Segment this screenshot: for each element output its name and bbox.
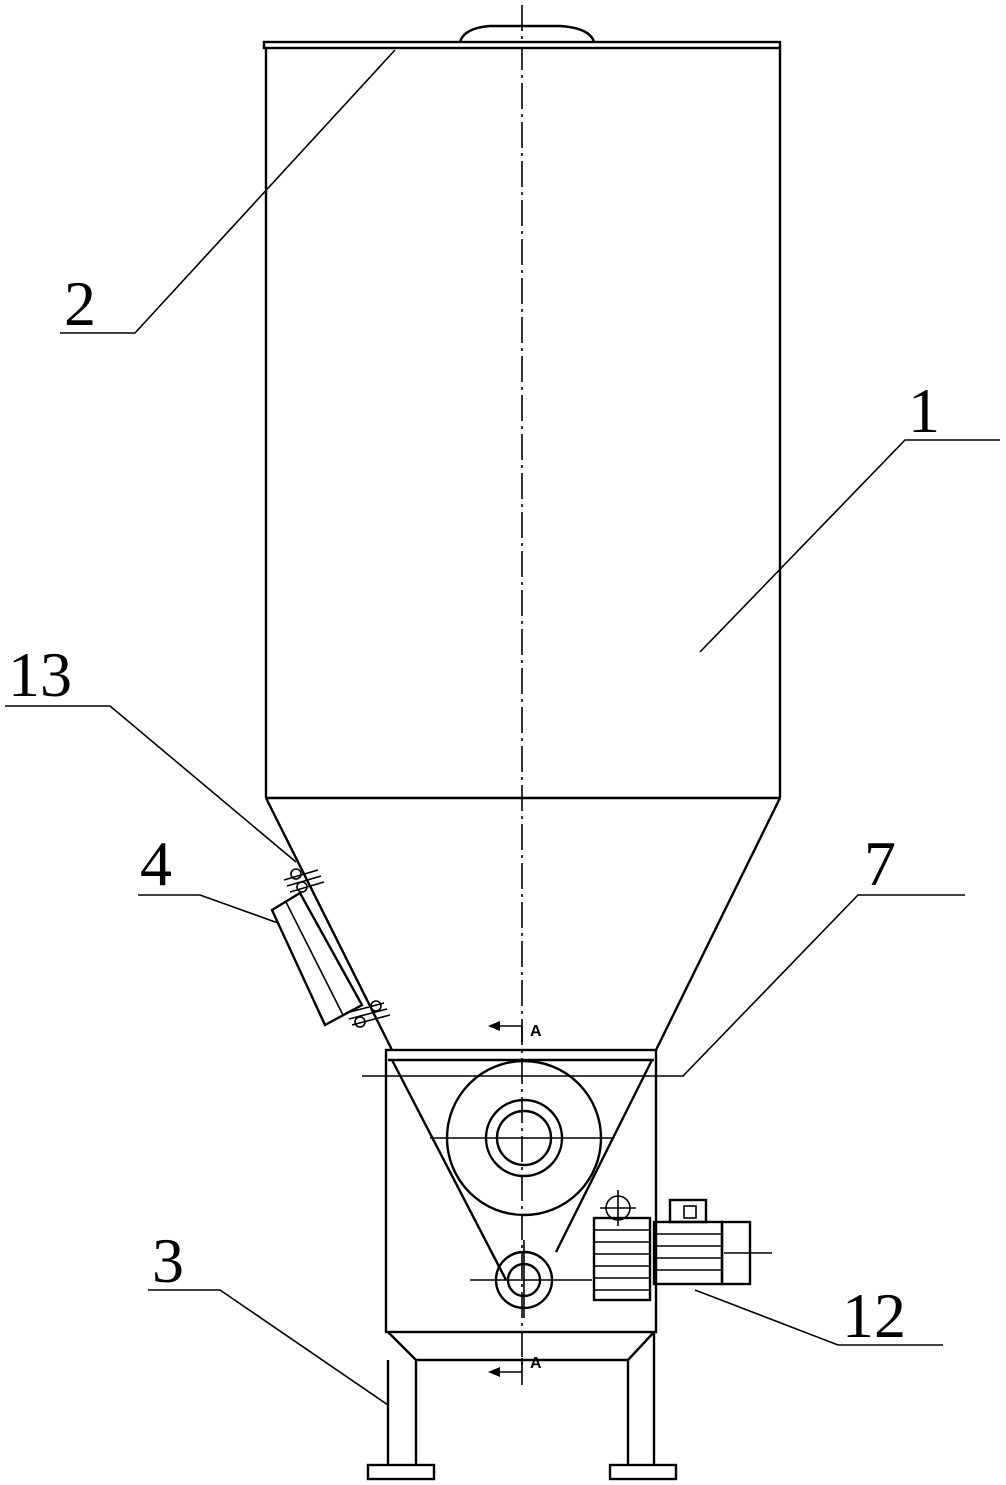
side-unit: [270, 868, 391, 1028]
label-lid: 2: [64, 268, 96, 339]
label-clamp: 13: [8, 639, 72, 710]
clamp-lower: [345, 1000, 391, 1028]
motor-assembly: [592, 1190, 772, 1302]
section-mark-bottom: A: [488, 1355, 542, 1377]
wheel-housing: [362, 1048, 684, 1362]
support-frame: [366, 1332, 678, 1481]
label-side-unit: 4: [140, 828, 172, 899]
lid: [262, 24, 782, 50]
tank-body: [264, 48, 782, 800]
label-frame: 3: [152, 1225, 184, 1296]
section-mark-top: A: [488, 1021, 542, 1042]
hopper-cone: [264, 797, 782, 1051]
section-label-top: A: [530, 1023, 542, 1040]
label-wheel-housing: 7: [864, 828, 896, 899]
clamp-upper: [283, 868, 325, 893]
label-tank: 1: [908, 375, 940, 446]
leader-lines: [5, 49, 1000, 1406]
section-label-bottom: A: [530, 1355, 542, 1372]
label-motor: 12: [842, 1280, 906, 1351]
